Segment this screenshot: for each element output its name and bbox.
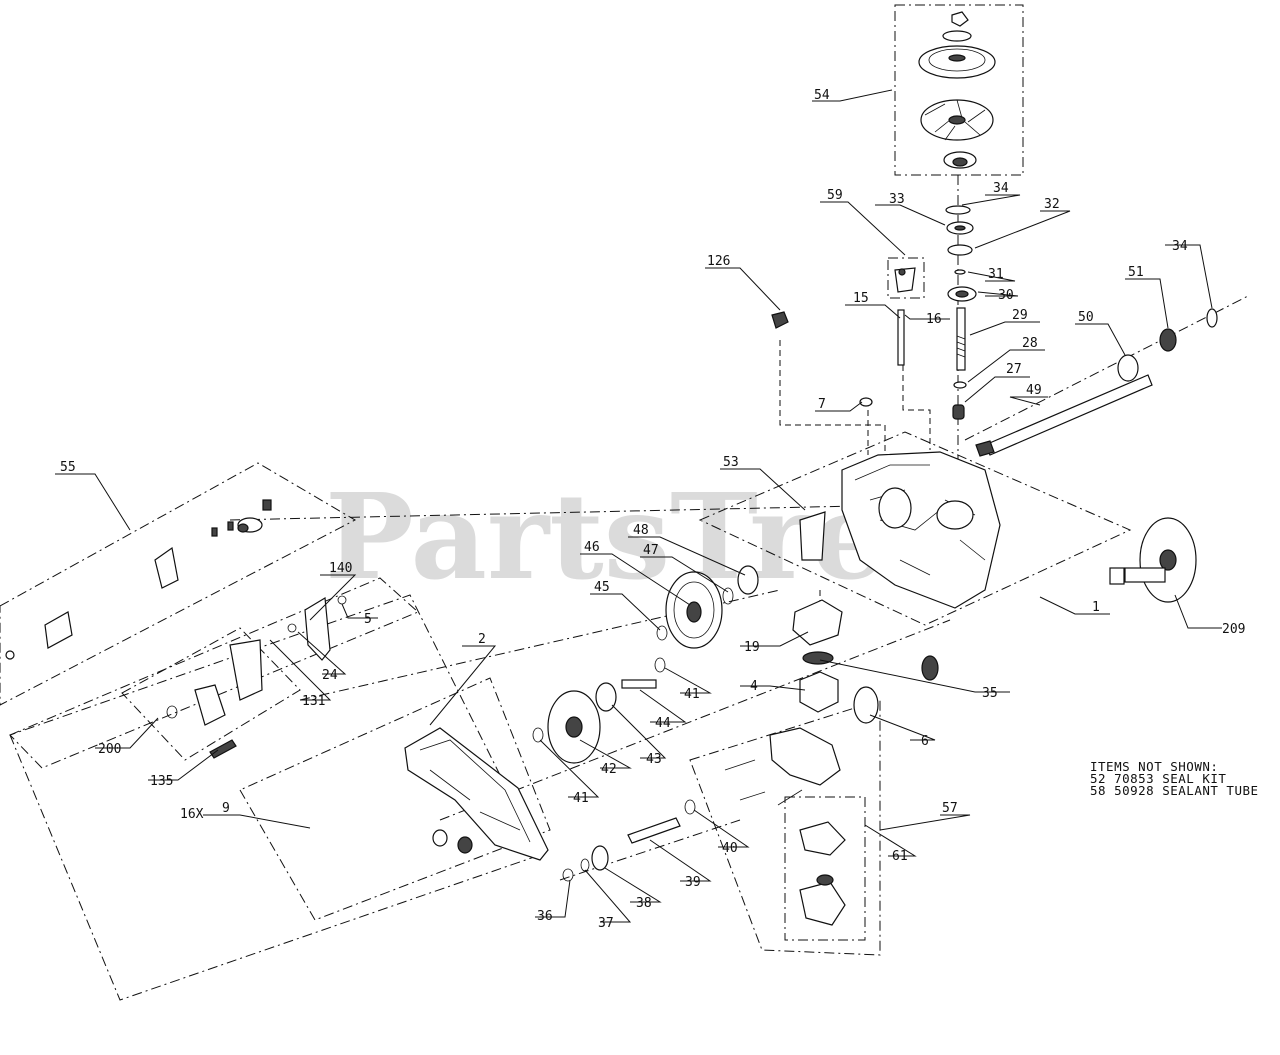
items-not-shown-note: ITEMS NOT SHOWN: 52 70853 SEAL KIT 58 50…	[1090, 759, 1259, 798]
callout-55: 55	[60, 460, 76, 475]
callout-61: 61	[892, 849, 908, 864]
callout-40: 40	[722, 841, 738, 856]
callout-31: 31	[988, 267, 1004, 282]
callout-44: 44	[655, 716, 671, 731]
callout-42: 42	[601, 762, 617, 777]
callout-46: 46	[584, 540, 600, 555]
leader-lines	[55, 89, 1222, 923]
callout-4: 4	[750, 679, 758, 694]
callout-39: 39	[685, 875, 701, 890]
callout-labels: 54 34 59 33 32 126 34 51 31 30 15 16 29 …	[60, 88, 1245, 931]
callout-35: 35	[982, 686, 998, 701]
callout-27: 27	[1006, 362, 1022, 377]
callout-32: 32	[1044, 197, 1060, 212]
callout-131: 131	[302, 694, 325, 709]
note-seal-kit: 52 70853 SEAL KIT	[1090, 771, 1226, 786]
callout-7: 7	[818, 397, 826, 412]
callout-5: 5	[364, 612, 372, 627]
callout-16: 16	[926, 312, 942, 327]
callout-2: 2	[478, 632, 486, 647]
transaxle-housing	[841, 451, 1001, 609]
callout-33: 33	[889, 192, 905, 207]
callout-30: 30	[998, 288, 1014, 303]
callout-37: 37	[598, 916, 614, 931]
callout-59: 59	[827, 188, 843, 203]
callout-51: 51	[1128, 265, 1144, 280]
callout-47: 47	[643, 543, 659, 558]
callout-16x: 16X	[180, 807, 204, 822]
callout-9: 9	[222, 801, 230, 816]
callout-140: 140	[329, 561, 352, 576]
callout-34: 34	[993, 181, 1009, 196]
callout-6: 6	[921, 734, 929, 749]
callout-53: 53	[723, 455, 739, 470]
callout-43: 43	[646, 752, 662, 767]
parts	[5, 11, 1218, 926]
callout-41: 41	[684, 687, 700, 702]
callout-50: 50	[1078, 310, 1094, 325]
callout-15: 15	[853, 291, 869, 306]
callout-28: 28	[1022, 336, 1038, 351]
callout-209: 209	[1222, 622, 1245, 637]
callout-54: 54	[814, 88, 830, 103]
callout-200: 200	[98, 742, 121, 757]
callout-36: 36	[537, 909, 553, 924]
callout-126: 126	[707, 254, 730, 269]
callout-45: 45	[594, 580, 610, 595]
note-sealant-tube: 58 50928 SEALANT TUBE	[1090, 783, 1259, 798]
callout-57: 57	[942, 801, 958, 816]
callout-49: 49	[1026, 383, 1042, 398]
callout-135: 135	[150, 774, 173, 789]
callout-48: 48	[633, 523, 649, 538]
callout-24: 24	[322, 668, 338, 683]
callout-1: 1	[1092, 600, 1100, 615]
callout-41: 41	[573, 791, 589, 806]
callout-29: 29	[1012, 308, 1028, 323]
callout-34: 34	[1172, 239, 1188, 254]
note-heading: ITEMS NOT SHOWN:	[1090, 759, 1218, 774]
cover-plate	[404, 727, 549, 861]
callout-38: 38	[636, 896, 652, 911]
pulley-fan-assembly	[918, 11, 996, 169]
callout-19: 19	[744, 640, 760, 655]
